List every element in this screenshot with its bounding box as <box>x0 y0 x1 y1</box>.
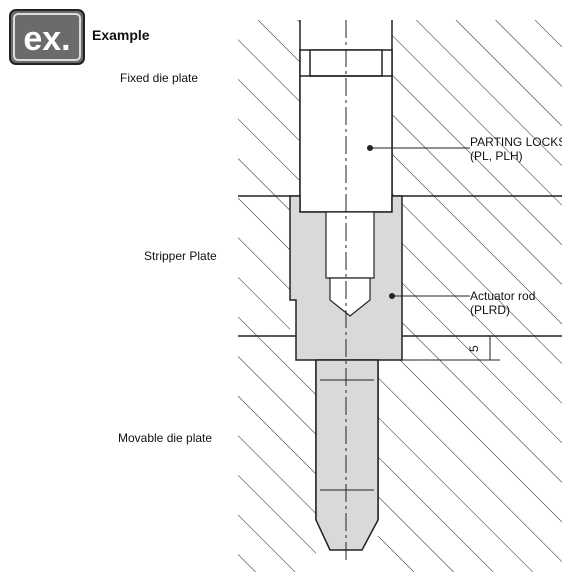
example-logo: ex. <box>9 9 85 65</box>
label-movable-die-plate: Movable die plate <box>118 431 212 445</box>
label-fixed-die-plate: Fixed die plate <box>120 71 198 85</box>
bolt-part <box>315 359 379 551</box>
movable-die-plate <box>238 336 562 572</box>
logo-text: ex. <box>23 20 70 58</box>
label-parting-locks-sub: (PL, PLH) <box>470 149 523 163</box>
label-actuator-rod: Actuator rod <box>470 289 535 303</box>
label-parting-locks: PARTING LOCKS <box>470 135 562 149</box>
header-title: Example <box>92 27 150 43</box>
dimension-5: 5 <box>402 335 500 361</box>
dimension-label: 5 <box>467 345 481 352</box>
fixed-die-plate <box>238 20 562 196</box>
label-actuator-rod-sub: (PLRD) <box>470 303 510 317</box>
actuator-rod-part <box>289 195 403 361</box>
label-stripper-plate: Stripper Plate <box>144 249 217 263</box>
